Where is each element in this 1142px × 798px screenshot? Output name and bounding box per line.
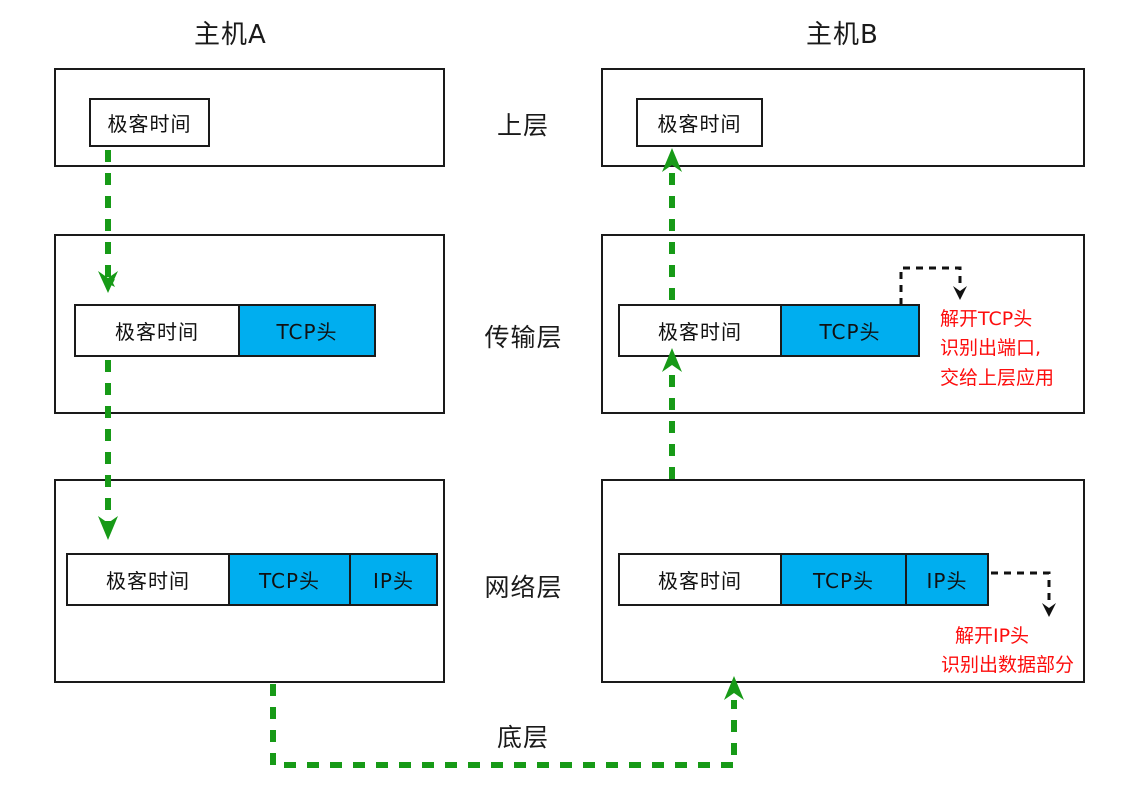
layer-label-upper: 上层 bbox=[496, 111, 549, 140]
layer-label-transport: 传输层 bbox=[484, 323, 563, 352]
packet-segment-payload: 极客时间 bbox=[76, 306, 238, 355]
host-b-network-packet: 极客时间 TCP头 IP头 bbox=[618, 553, 989, 606]
packet-segment-tcp-header: TCP头 bbox=[238, 306, 374, 355]
host-a-title: 主机A bbox=[194, 20, 267, 50]
annotation-line: 识别出数据部分 bbox=[941, 654, 1075, 677]
host-b-upper-packet: 极客时间 bbox=[636, 98, 763, 147]
packet-segment-payload: 极客时间 bbox=[620, 555, 780, 604]
annotation-line: 交给上层应用 bbox=[940, 366, 1055, 389]
annotation-line: 解开TCP头 bbox=[940, 308, 1033, 330]
layer-label-bottom: 底层 bbox=[496, 723, 549, 752]
host-b-title: 主机B bbox=[806, 20, 879, 50]
packet-segment-ip-header: IP头 bbox=[349, 555, 436, 604]
packet-segment-tcp-header: TCP头 bbox=[780, 555, 905, 604]
packet-segment-payload: 极客时间 bbox=[91, 100, 208, 145]
annotation-network-decapsulation: 解开IP头 识别出数据部分 bbox=[941, 622, 1074, 681]
annotation-line: 识别出端口, bbox=[940, 337, 1042, 360]
packet-segment-payload: 极客时间 bbox=[68, 555, 228, 604]
host-b-transport-packet: 极客时间 TCP头 bbox=[618, 304, 920, 357]
host-a-upper-packet: 极客时间 bbox=[89, 98, 210, 147]
annotation-transport-decapsulation: 解开TCP头 识别出端口, 交给上层应用 bbox=[940, 305, 1054, 393]
host-a-transport-packet: 极客时间 TCP头 bbox=[74, 304, 376, 357]
annotation-line: 解开IP头 bbox=[955, 625, 1030, 647]
packet-segment-payload: 极客时间 bbox=[620, 306, 780, 355]
packet-segment-payload: 极客时间 bbox=[638, 100, 761, 145]
layer-label-network: 网络层 bbox=[484, 573, 563, 602]
packet-segment-ip-header: IP头 bbox=[905, 555, 987, 604]
packet-segment-tcp-header: TCP头 bbox=[228, 555, 349, 604]
host-a-network-packet: 极客时间 TCP头 IP头 bbox=[66, 553, 438, 606]
packet-segment-tcp-header: TCP头 bbox=[780, 306, 918, 355]
